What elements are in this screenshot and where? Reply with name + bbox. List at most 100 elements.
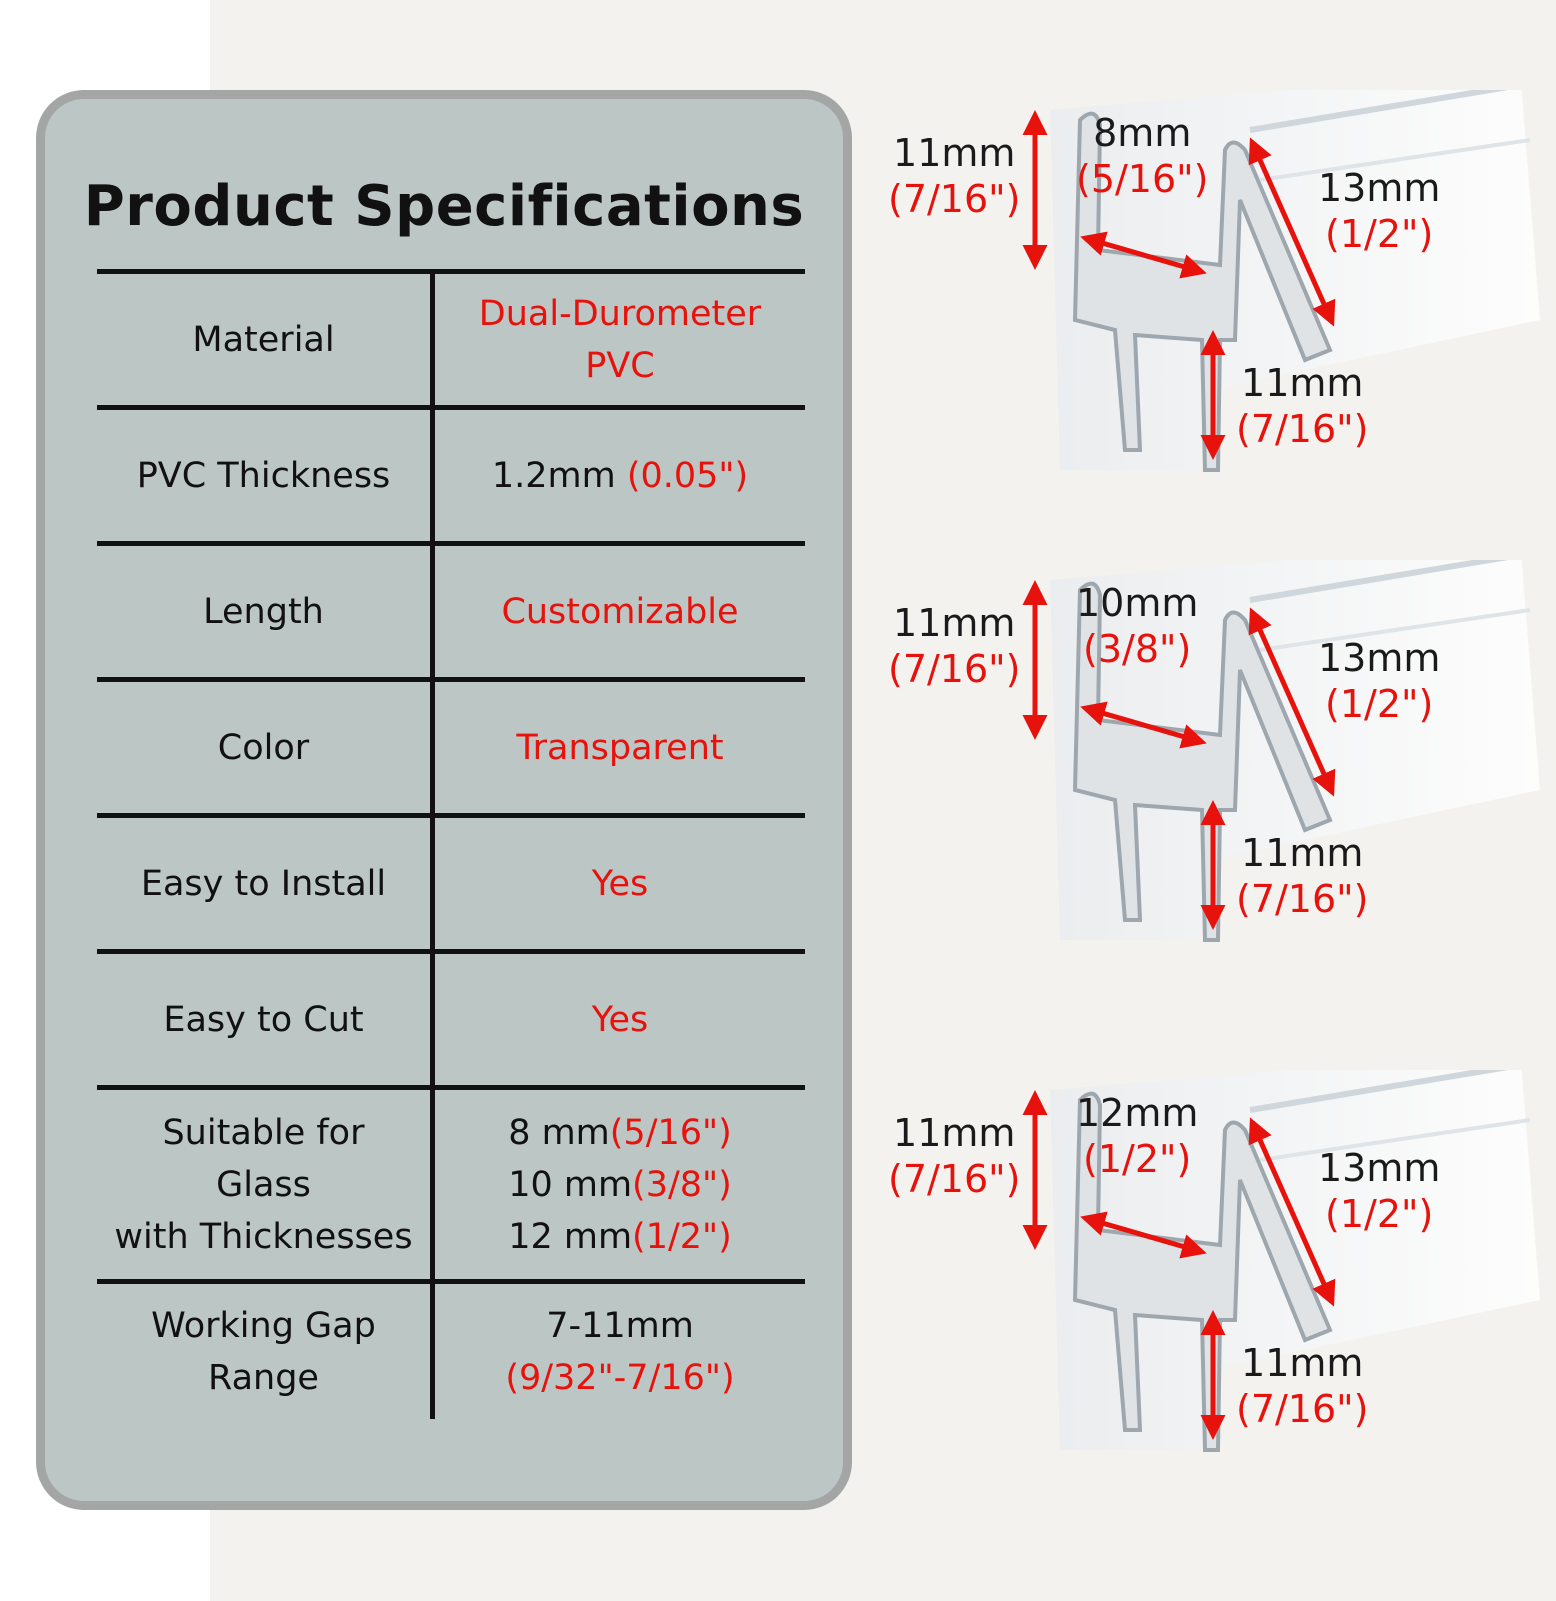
- flap-dimension-mm: 13mm: [1318, 636, 1441, 680]
- spec-label-text: Material: [192, 319, 335, 360]
- height-dimension-inch: (7/16"): [888, 1157, 1021, 1201]
- flap-arrow: [1248, 607, 1336, 797]
- seal-glint: [1249, 1070, 1509, 1113]
- flap-dimension-mm: 13mm: [1318, 1146, 1441, 1190]
- table-divider: [97, 949, 805, 954]
- leg-dimension-mm: 11mm: [1241, 1341, 1364, 1385]
- leg-dimension-inch: (7/16"): [1236, 1387, 1369, 1431]
- spec-label-text: Easy to Cut: [163, 999, 364, 1040]
- width-dimension: 10mm(3/8"): [1076, 580, 1198, 672]
- spec-value: Yes: [435, 818, 805, 949]
- spec-value-text: Transparent: [516, 722, 723, 774]
- spec-label-text: Easy to Install: [140, 863, 387, 904]
- leg-dimension: 11mm(7/16"): [1236, 830, 1368, 922]
- leg-dimension: 11mm(7/16"): [1236, 1340, 1368, 1432]
- value-black: 1.2mm: [491, 455, 627, 496]
- spec-label: Length: [97, 546, 430, 677]
- value-red: (9/32"-7/16"): [505, 1357, 735, 1398]
- spec-value: Yes: [435, 954, 805, 1085]
- spec-value-text: 8 mm(5/16")10 mm(3/8")12 mm(1/2"): [508, 1107, 732, 1263]
- value-red: Dual-Durometer PVC: [478, 293, 762, 386]
- flap-dimension-inch: (1/2"): [1325, 1192, 1434, 1236]
- spec-value-text: Yes: [592, 994, 649, 1046]
- seal-profile-diagram: 11mm(7/16")10mm(3/8")13mm(1/2")11mm(7/16…: [880, 560, 1540, 960]
- spec-label: Working Gap Range: [97, 1284, 430, 1419]
- width-arrow: [1080, 231, 1207, 279]
- seal-profile-drawing: [1022, 90, 1540, 472]
- seal-profile-diagram: 11mm(7/16")8mm(5/16")13mm(1/2")11mm(7/16…: [880, 90, 1540, 490]
- table-divider: [97, 541, 805, 546]
- spec-card: Product Specifications Material Dual-Duro…: [36, 90, 852, 1510]
- value-black: 7-11mm: [546, 1305, 694, 1346]
- leg-dimension-mm: 11mm: [1241, 831, 1364, 875]
- seal-profile-diagram: 11mm(7/16")12mm(1/2")13mm(1/2")11mm(7/16…: [880, 1070, 1540, 1470]
- width-dimension: 8mm(5/16"): [1076, 110, 1208, 202]
- spec-value-line: 12 mm(1/2"): [508, 1211, 732, 1263]
- spec-value-text: Dual-Durometer PVC: [479, 288, 761, 392]
- spec-value: Transparent: [435, 682, 805, 813]
- width-arrow: [1080, 701, 1207, 749]
- width-dimension-inch: (5/16"): [1076, 157, 1209, 201]
- seal-profile-drawing: [1022, 560, 1540, 942]
- spec-label: Color: [97, 682, 430, 813]
- width-dimension-inch: (3/8"): [1083, 627, 1192, 671]
- spec-value-line: 10 mm(3/8"): [508, 1159, 732, 1211]
- spec-value: 8 mm(5/16")10 mm(3/8")12 mm(1/2"): [435, 1090, 805, 1279]
- table-divider: [97, 405, 805, 410]
- value-black: 10 mm: [508, 1164, 633, 1205]
- spec-value: 1.2mm (0.05"): [435, 410, 805, 541]
- spec-value-text: Customizable: [501, 586, 738, 638]
- value-red: Yes: [591, 999, 649, 1040]
- spec-value-text: Yes: [592, 858, 649, 910]
- value-red: (1/2"): [632, 1216, 732, 1257]
- height-dimension-inch: (7/16"): [888, 647, 1021, 691]
- spec-value: 7-11mm (9/32"-7/16"): [435, 1284, 805, 1419]
- flap-dimension-inch: (1/2"): [1325, 212, 1434, 256]
- width-dimension-mm: 12mm: [1076, 1091, 1199, 1135]
- spec-label: Material: [97, 274, 430, 405]
- value-black: 8 mm: [508, 1112, 610, 1153]
- height-dimension-mm: 11mm: [893, 1111, 1016, 1155]
- value-red: Customizable: [501, 591, 739, 632]
- value-red: Transparent: [516, 727, 724, 768]
- spec-label-text: Color: [217, 727, 310, 768]
- value-red: (5/16"): [609, 1112, 732, 1153]
- table-column-divider: [430, 269, 435, 1419]
- spec-label: Easy to Cut: [97, 954, 430, 1085]
- spec-label: Suitable for Glass with Thicknesses: [97, 1090, 430, 1279]
- spec-value-text: 7-11mm (9/32"-7/16"): [505, 1300, 734, 1404]
- flap-dimension: 13mm(1/2"): [1318, 635, 1440, 727]
- leg-dimension-mm: 11mm: [1241, 361, 1364, 405]
- spec-value-text: 1.2mm (0.05"): [492, 450, 748, 502]
- seal-glint: [1249, 90, 1509, 133]
- leg-dimension-inch: (7/16"): [1236, 407, 1369, 451]
- table-divider: [97, 1085, 805, 1090]
- spec-label-text: Working Gap Range: [151, 1305, 376, 1398]
- value-red: (3/8"): [632, 1164, 732, 1205]
- spec-value: Customizable: [435, 546, 805, 677]
- value-black: 12 mm: [508, 1216, 633, 1257]
- spec-label: PVC Thickness: [97, 410, 430, 541]
- table-divider: [97, 1279, 805, 1284]
- seal-glint: [1249, 560, 1509, 603]
- table-divider: [97, 269, 805, 274]
- flap-dimension-inch: (1/2"): [1325, 682, 1434, 726]
- spec-label-text: Length: [203, 591, 324, 632]
- spec-label-text: Suitable for Glass with Thicknesses: [114, 1112, 413, 1257]
- spec-value: Dual-Durometer PVC: [435, 274, 805, 405]
- width-arrow: [1080, 1211, 1207, 1259]
- height-dimension-inch: (7/16"): [888, 177, 1021, 221]
- height-dimension-mm: 11mm: [893, 601, 1016, 645]
- width-dimension-mm: 8mm: [1093, 111, 1192, 155]
- seal-profile-drawing: [1022, 1070, 1540, 1452]
- spec-title: Product Specifications: [83, 174, 805, 239]
- value-red: (0.05"): [626, 455, 749, 496]
- height-dimension-mm: 11mm: [893, 131, 1016, 175]
- height-dimension: 11mm(7/16"): [888, 130, 1020, 222]
- flap-arrow: [1248, 1117, 1336, 1307]
- flap-dimension: 13mm(1/2"): [1318, 1145, 1440, 1237]
- width-dimension: 12mm(1/2"): [1076, 1090, 1198, 1182]
- spec-label: Easy to Install: [97, 818, 430, 949]
- value-red: Yes: [591, 863, 649, 904]
- height-dimension: 11mm(7/16"): [888, 1110, 1020, 1202]
